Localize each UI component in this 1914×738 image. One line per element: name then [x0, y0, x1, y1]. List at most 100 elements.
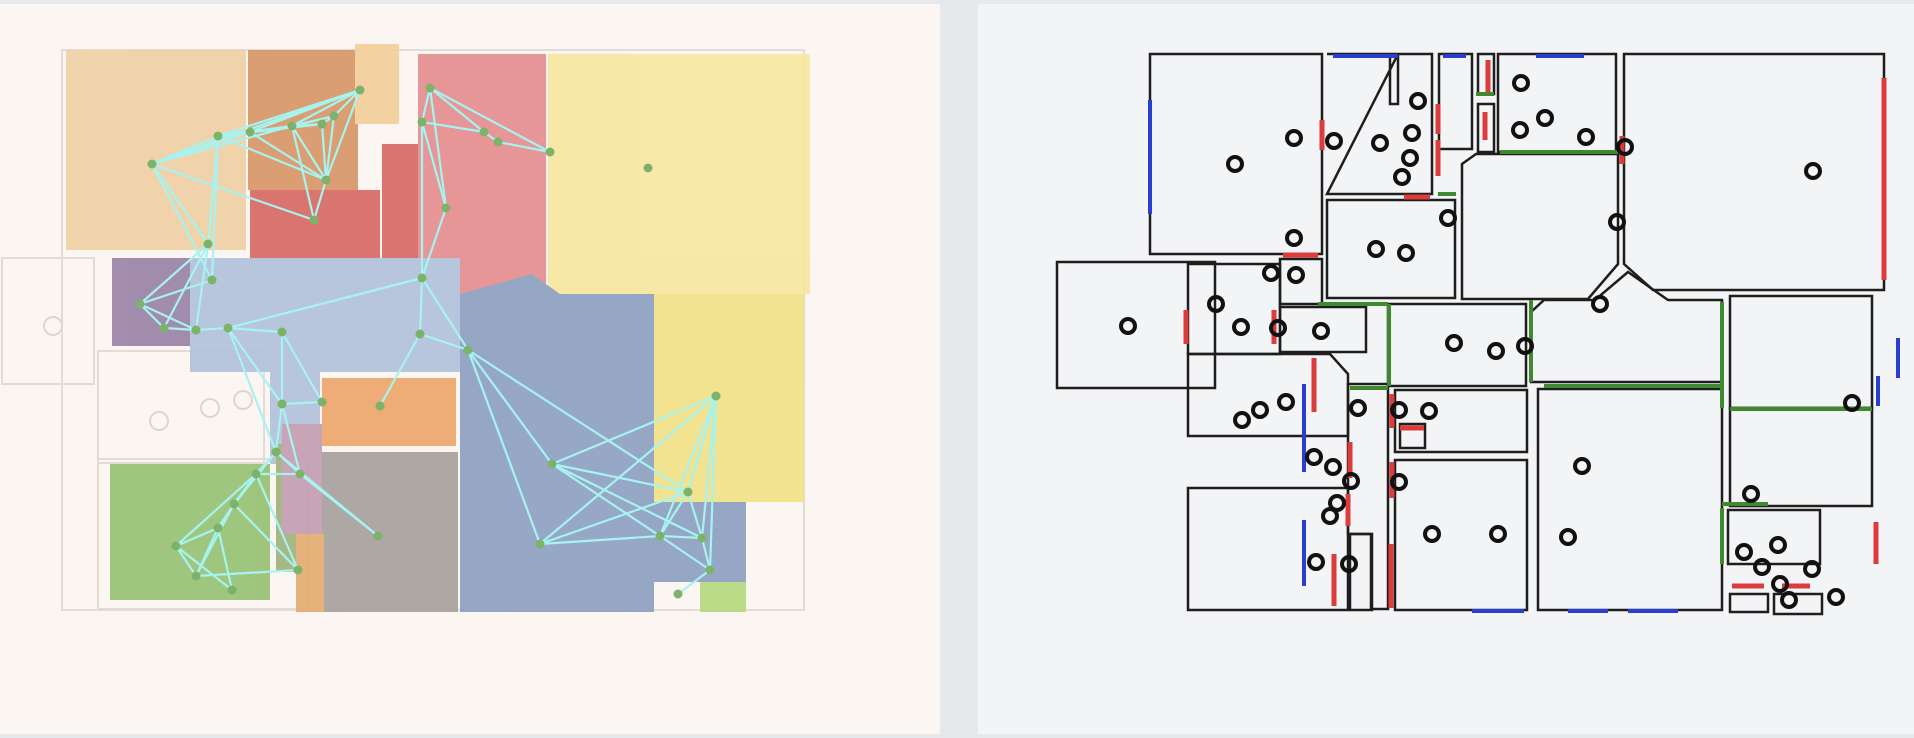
graph-node	[251, 469, 261, 479]
graph-edge	[139, 243, 209, 305]
graph-node	[213, 523, 223, 533]
room-region	[282, 424, 322, 534]
graph-edge	[163, 326, 197, 332]
graph-edge	[249, 88, 361, 134]
graph-edge	[539, 534, 661, 546]
graph-node	[245, 127, 255, 137]
graph-edge	[163, 243, 209, 329]
room-center-marker	[1487, 342, 1505, 360]
room-outline	[1186, 486, 1350, 612]
graph-edge	[467, 349, 553, 465]
room-center-marker	[1277, 393, 1295, 411]
graph-node	[417, 273, 427, 283]
graph-node	[673, 589, 683, 599]
graph-node	[415, 329, 425, 339]
room-center-marker	[1591, 295, 1609, 313]
room-center-marker	[1803, 560, 1821, 578]
room-outline	[1728, 592, 1770, 614]
room-center-marker	[1321, 507, 1339, 525]
room-region	[700, 582, 746, 612]
graph-node	[147, 159, 157, 169]
room-center-marker	[1516, 337, 1534, 355]
graph-edge	[551, 463, 661, 537]
room-region	[66, 50, 246, 250]
room-center-marker	[1312, 322, 1330, 340]
graph-node	[425, 83, 435, 93]
room-center-marker	[1251, 401, 1269, 419]
room-center-marker	[1325, 132, 1343, 150]
graph-node	[277, 399, 287, 409]
room-center-marker	[1403, 124, 1421, 142]
graph-node	[317, 119, 327, 129]
room-center-marker	[1753, 558, 1771, 576]
room-markers	[1119, 74, 1861, 609]
room-center-marker	[1119, 317, 1137, 335]
graph-edge	[551, 463, 703, 539]
room-center-marker	[1233, 411, 1251, 429]
graph-node	[207, 275, 217, 285]
graph-edge	[254, 473, 300, 571]
graph-node	[229, 499, 239, 509]
room-outline	[1325, 198, 1457, 300]
room-outline	[1055, 260, 1217, 390]
graph-edge	[700, 395, 718, 539]
graph-node	[295, 469, 305, 479]
graph-node	[223, 323, 233, 333]
graph-edge	[139, 303, 197, 331]
graph-edge	[281, 400, 323, 406]
graph-node	[705, 565, 715, 575]
graph-edge	[708, 395, 718, 571]
room-center-marker	[1512, 74, 1530, 92]
graph-edge	[217, 88, 361, 138]
graph-node	[547, 459, 557, 469]
graph-node	[711, 391, 721, 401]
graph-edge	[281, 331, 323, 403]
graph-edge	[467, 349, 689, 493]
room-center-marker	[1771, 575, 1789, 593]
graph-node	[375, 401, 385, 411]
graph-edge	[421, 277, 469, 351]
outline-room-southwest	[97, 350, 265, 464]
room-center-marker	[1735, 543, 1753, 561]
room-outline	[1278, 305, 1368, 354]
graph-edge	[677, 569, 711, 595]
graph-node	[191, 571, 201, 581]
graph-edge	[418, 277, 424, 335]
graph-edge	[324, 115, 336, 181]
graph-edge	[312, 179, 328, 221]
adjacency-edges	[139, 87, 718, 595]
room-center-marker	[1536, 109, 1554, 127]
graph-edge	[466, 349, 542, 545]
room-center-marker	[1843, 394, 1861, 412]
room-marker-faint	[149, 411, 169, 431]
room-outline	[1622, 52, 1886, 292]
graph-node	[329, 111, 339, 121]
graph-edge	[210, 135, 220, 281]
room-center-marker	[1371, 134, 1389, 152]
room-center-marker	[1511, 121, 1529, 139]
room-graph-canvas	[0, 4, 940, 734]
graph-edge	[280, 403, 302, 475]
graph-edge	[151, 163, 209, 245]
room-center-marker	[1393, 168, 1411, 186]
floorplan-canvas	[978, 4, 1914, 734]
graph-edge	[151, 163, 213, 281]
room-center-marker	[1285, 129, 1303, 147]
graph-edge	[151, 162, 315, 222]
room-region	[322, 452, 458, 612]
graph-edge	[497, 140, 551, 154]
room-center-marker	[1616, 138, 1634, 156]
graph-node	[191, 325, 201, 335]
graph-node	[171, 541, 181, 551]
room-center-marker	[1340, 555, 1358, 573]
panel-background	[978, 4, 1914, 734]
room-center-marker	[1262, 264, 1280, 282]
graph-edge	[419, 332, 469, 352]
room-marker-faint	[233, 390, 253, 410]
graph-node	[545, 147, 555, 157]
graph-edge	[429, 87, 551, 153]
graph-edge	[175, 473, 257, 547]
room-region	[355, 44, 399, 124]
graph-edge	[659, 535, 711, 571]
graph-edge	[291, 125, 327, 181]
